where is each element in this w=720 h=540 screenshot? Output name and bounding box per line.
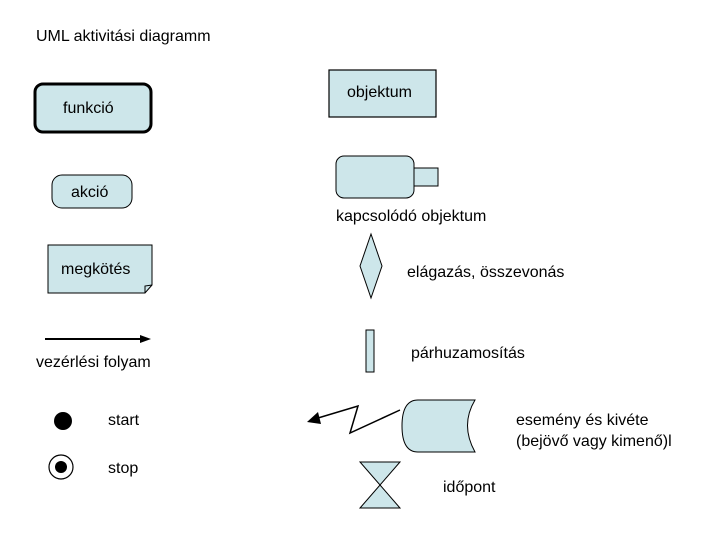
label-function: funkció: [63, 100, 114, 117]
label-stop: stop: [108, 460, 139, 477]
label-control-flow: vezérlési folyam: [36, 354, 151, 371]
related-object-shape: [335, 155, 415, 199]
label-time-point: időpont: [443, 479, 496, 496]
action-shape: [51, 174, 133, 209]
label-event-exception-1: esemény és kivéte: [516, 412, 649, 429]
label-parallelization: párhuzamosítás: [411, 345, 525, 362]
event-signal-line: [317, 404, 401, 435]
binding-shape: [47, 244, 153, 294]
event-exception-shape: [401, 399, 476, 453]
object-shape: [328, 69, 437, 118]
label-binding: megkötés: [61, 261, 131, 278]
label-related-object: kapcsolódó objektum: [336, 208, 487, 225]
time-hourglass-bottom: [358, 484, 402, 509]
label-branch-merge: elágazás, összevonás: [407, 264, 565, 281]
start-node: [54, 412, 72, 430]
label-object: objektum: [347, 84, 412, 101]
stop-node-center: [55, 461, 67, 473]
binding-fold: [144, 284, 153, 293]
function-shape: [33, 82, 153, 134]
event-signal-arrowhead: [307, 412, 321, 424]
label-action: akció: [71, 184, 109, 201]
fork-bar: [365, 329, 375, 373]
control-flow-arrowhead: [140, 335, 151, 343]
label-event-exception-2: (bejövő vagy kimenő)l: [516, 433, 672, 450]
decision-diamond: [359, 232, 383, 300]
diagram-title: UML aktivitási diagramm: [36, 28, 211, 45]
time-hourglass: [358, 461, 402, 486]
related-object-tab: [413, 167, 439, 187]
label-start: start: [108, 412, 140, 429]
